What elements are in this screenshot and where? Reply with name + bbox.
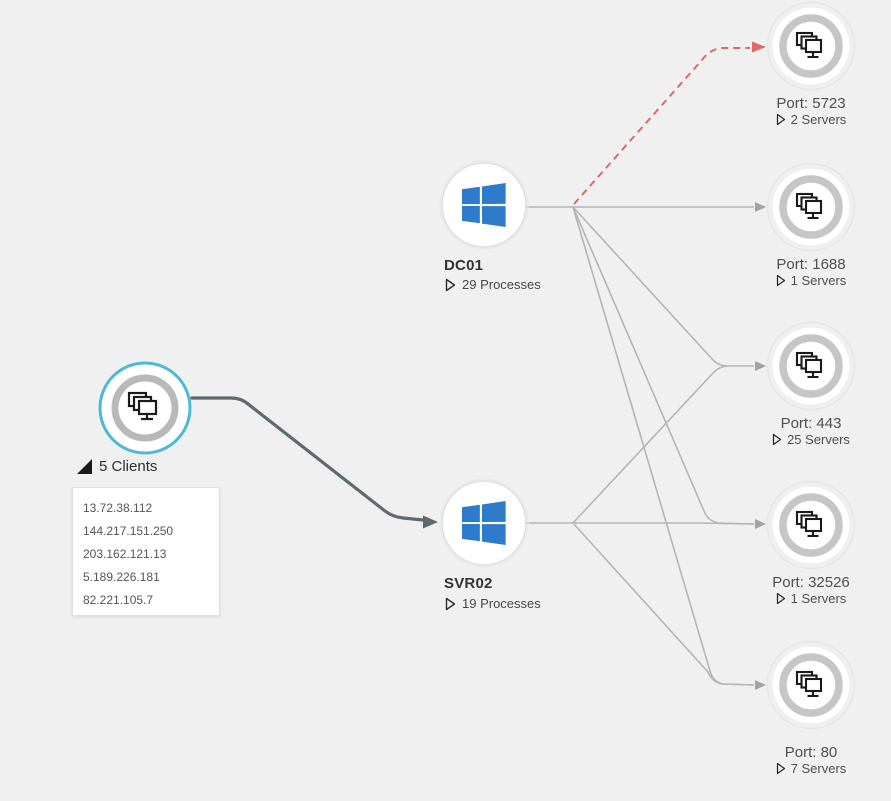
server-group-icon — [795, 192, 823, 220]
machine-node-dc01[interactable] — [439, 160, 529, 255]
client-group-node[interactable] — [95, 358, 195, 463]
arrowhead-svr02-icon — [423, 515, 438, 529]
client-group-label: 5 Clients — [99, 458, 158, 475]
port-node-5723[interactable] — [766, 1, 856, 96]
port-servers-label: 1 Servers — [790, 591, 847, 606]
client-ip: 82.221.105.7 — [83, 593, 154, 607]
port-node-32526[interactable] — [766, 480, 856, 575]
port-node-443[interactable] — [766, 321, 856, 416]
servers-expander-icon — [776, 762, 785, 775]
port-servers-row[interactable]: 2 Servers — [776, 112, 847, 127]
edge-svr02-port32526[interactable] — [526, 522, 755, 525]
machine-circle — [441, 480, 527, 566]
port-node-1688[interactable] — [766, 162, 856, 257]
servers-expander-icon — [776, 274, 785, 287]
edge-svr02-port80[interactable] — [572, 522, 755, 686]
port-servers-label: 25 Servers — [787, 432, 850, 447]
port-label: Port: 32526 — [772, 574, 850, 591]
servers-expander-icon — [776, 592, 785, 605]
server-group-icon — [795, 31, 823, 59]
machine-halo — [439, 160, 529, 250]
client-group-icon — [127, 391, 158, 421]
port-label-block-80: Port: 80 7 Servers — [731, 744, 891, 780]
arrowhead-port5723-icon — [752, 41, 766, 53]
port-servers-row[interactable]: 1 Servers — [776, 591, 847, 606]
port-node-80[interactable] — [766, 640, 856, 735]
machine-name-dc01: DC01 — [444, 257, 484, 274]
arrowhead-port443-icon — [755, 361, 766, 371]
port-servers-label: 2 Servers — [790, 112, 847, 127]
servers-expander-icon — [776, 113, 785, 126]
server-group-icon — [795, 351, 823, 379]
port-servers-row[interactable]: 25 Servers — [772, 432, 850, 447]
windows-logo-icon — [462, 183, 506, 227]
machine-circle — [441, 162, 527, 248]
client-ip: 144.217.151.250 — [83, 524, 174, 538]
port-label-block-5723: Port: 5723 2 Servers — [731, 95, 891, 131]
process-expander-icon — [445, 597, 456, 610]
client-ip: 5.189.226.181 — [83, 570, 160, 584]
arrowhead-port1688-icon — [755, 202, 766, 212]
port-halo — [766, 640, 856, 730]
port-label-block-443: Port: 443 25 Servers — [731, 415, 891, 451]
windows-logo-icon — [462, 501, 506, 545]
port-servers-row[interactable]: 7 Servers — [776, 761, 847, 776]
client-ip-list: 13.72.38.112 144.217.151.250 203.162.121… — [72, 487, 220, 616]
port-label-block-1688: Port: 1688 1 Servers — [731, 256, 891, 292]
port-halo — [766, 162, 856, 252]
servers-expander-icon — [772, 433, 782, 446]
port-halo — [766, 321, 856, 411]
machine-processes-label: 29 Processes — [462, 277, 541, 292]
port-servers-label: 7 Servers — [790, 761, 847, 776]
machine-halo — [439, 478, 529, 568]
port-label: Port: 443 — [780, 415, 842, 432]
machine-name-svr02: SVR02 — [444, 575, 493, 592]
arrowhead-port80-icon — [755, 680, 766, 690]
machine-processes-row-dc01[interactable]: 29 Processes — [445, 277, 541, 292]
machine-processes-row-svr02[interactable]: 19 Processes — [445, 596, 541, 611]
port-label-block-32526: Port: 32526 1 Servers — [731, 574, 891, 610]
edge-svr02-port443[interactable] — [572, 365, 728, 524]
port-label: Port: 5723 — [776, 95, 846, 112]
edge-clients-svr02[interactable] — [190, 396, 425, 522]
edge-dc01-port80[interactable] — [572, 206, 755, 686]
client-ip: 13.72.38.112 — [83, 501, 153, 515]
server-group-icon — [795, 670, 823, 698]
machine-processes-label: 19 Processes — [462, 596, 541, 611]
client-ip: 203.162.121.13 — [83, 547, 167, 561]
port-label: Port: 80 — [784, 744, 838, 761]
server-group-icon — [795, 510, 823, 538]
edge-dc01-port5723-failed[interactable] — [573, 47, 750, 205]
edge-dc01-port443[interactable] — [572, 206, 754, 367]
port-servers-row[interactable]: 1 Servers — [776, 273, 847, 288]
port-servers-label: 1 Servers — [790, 273, 847, 288]
process-expander-icon — [445, 278, 456, 291]
expand-triangle-icon[interactable] — [77, 459, 92, 474]
client-group-label-row: 5 Clients — [77, 458, 157, 475]
port-label: Port: 1688 — [776, 256, 846, 273]
machine-node-svr02[interactable] — [439, 478, 529, 573]
arrowhead-port32526-icon — [755, 519, 766, 529]
port-halo — [766, 1, 856, 91]
port-halo — [766, 480, 856, 570]
